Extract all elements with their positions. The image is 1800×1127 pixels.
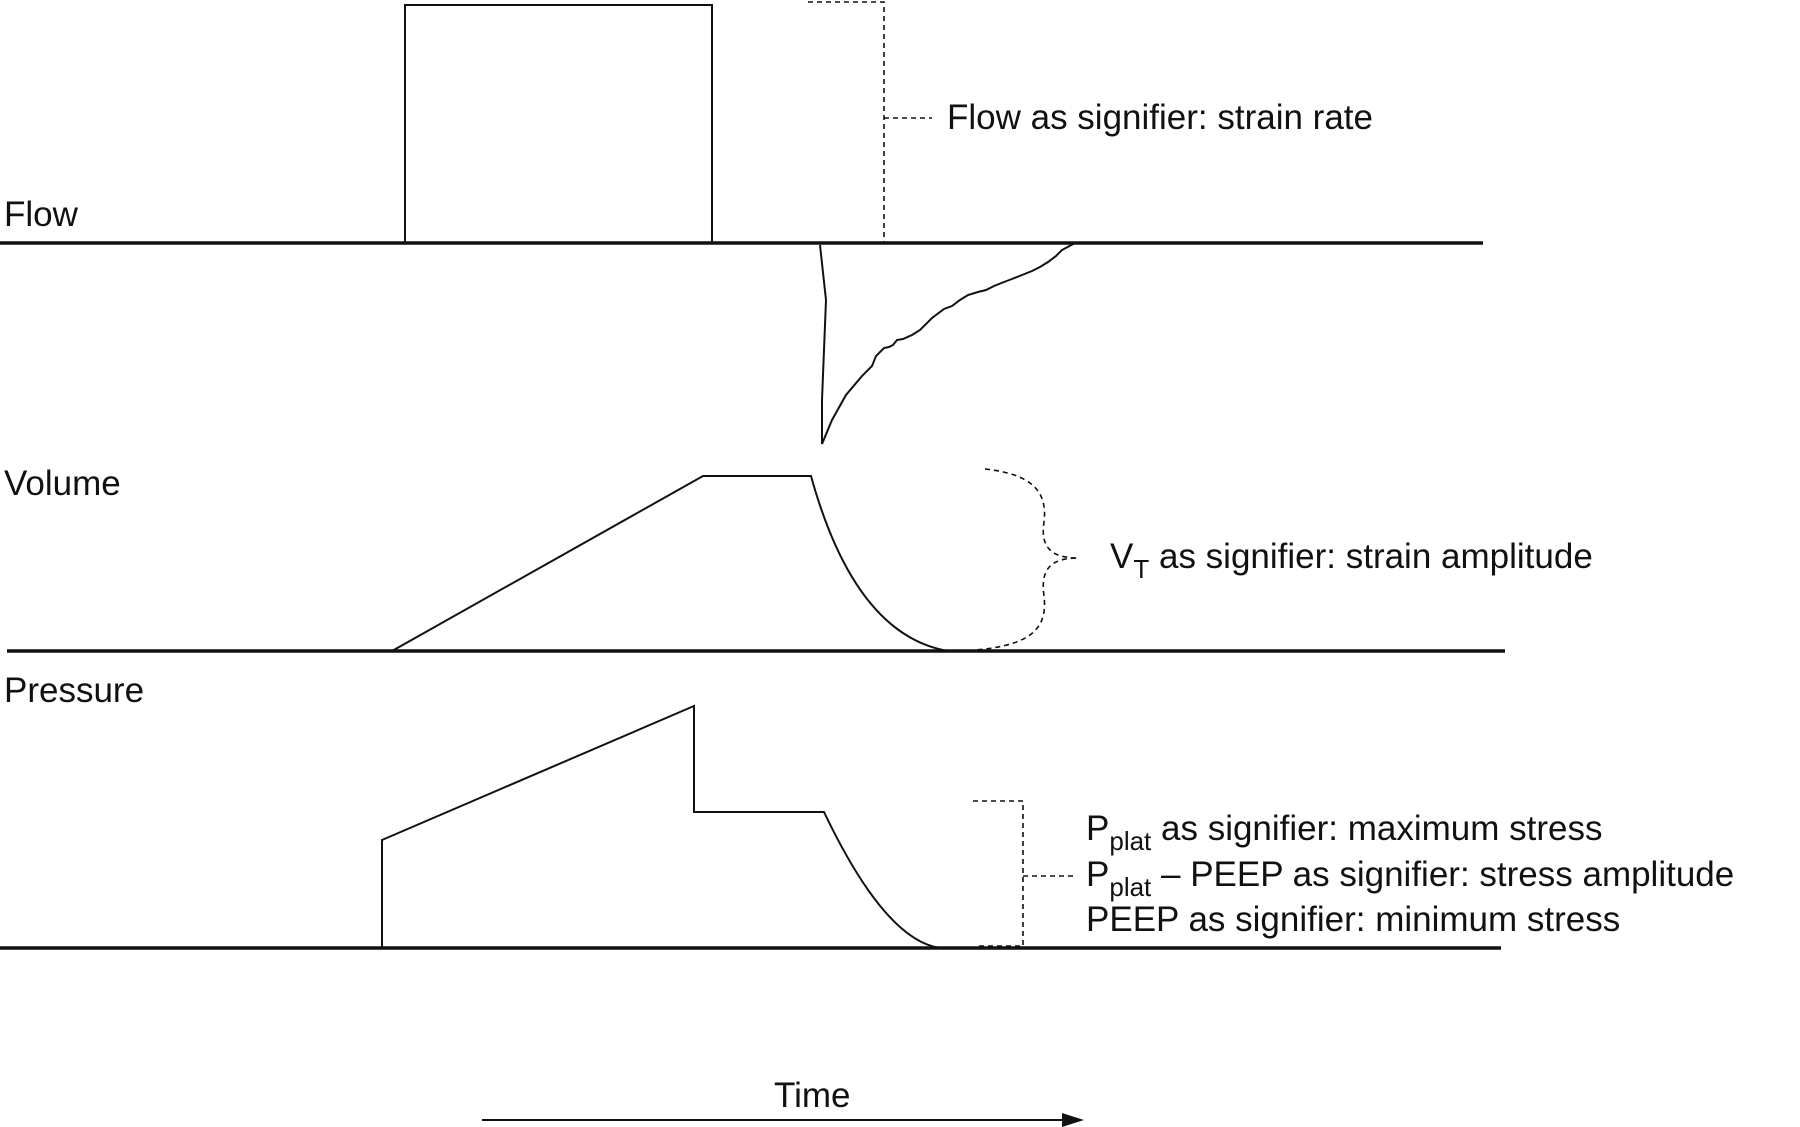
time-arrow-head	[1062, 1113, 1084, 1127]
flow-expiratory-curve	[819, 242, 1076, 445]
flow-label: Flow	[4, 195, 79, 234]
min-stress-annotation: PEEP as signifier: minimum stress	[1086, 900, 1620, 939]
max-stress-annotation: Pplat as signifier: maximum stress	[1086, 809, 1603, 856]
pplat-symbol: P	[1086, 809, 1109, 848]
volume-label: Volume	[4, 464, 121, 503]
pplat-subscript: plat	[1109, 826, 1152, 856]
volume-waveform	[391, 475, 949, 652]
stress-amplitude-text: – PEEP as signifier: stress amplitude	[1151, 855, 1734, 894]
vt-subscript: T	[1133, 554, 1149, 584]
flow-inspiratory-square-wave	[404, 4, 713, 243]
strain-rate-annotation: Flow as signifier: strain rate	[947, 98, 1373, 137]
pressure-waveform	[381, 704, 941, 949]
strain-rate-bracket	[808, 1, 885, 243]
tidal-volume-brace	[959, 468, 1079, 652]
stress-amplitude-annotation: Pplat – PEEP as signifier: stress amplit…	[1086, 855, 1734, 902]
pressure-bracket	[973, 800, 1024, 947]
strain-amplitude-annotation: VT as signifier: strain amplitude	[1110, 537, 1593, 584]
max-stress-text: as signifier: maximum stress	[1151, 809, 1602, 848]
pplat-symbol: P	[1086, 855, 1109, 894]
pressure-label: Pressure	[4, 671, 144, 710]
vt-symbol: V	[1110, 537, 1134, 576]
time-label: Time	[774, 1076, 850, 1115]
strain-amplitude-text: as signifier: strain amplitude	[1149, 537, 1593, 576]
pplat-subscript: plat	[1109, 872, 1152, 902]
